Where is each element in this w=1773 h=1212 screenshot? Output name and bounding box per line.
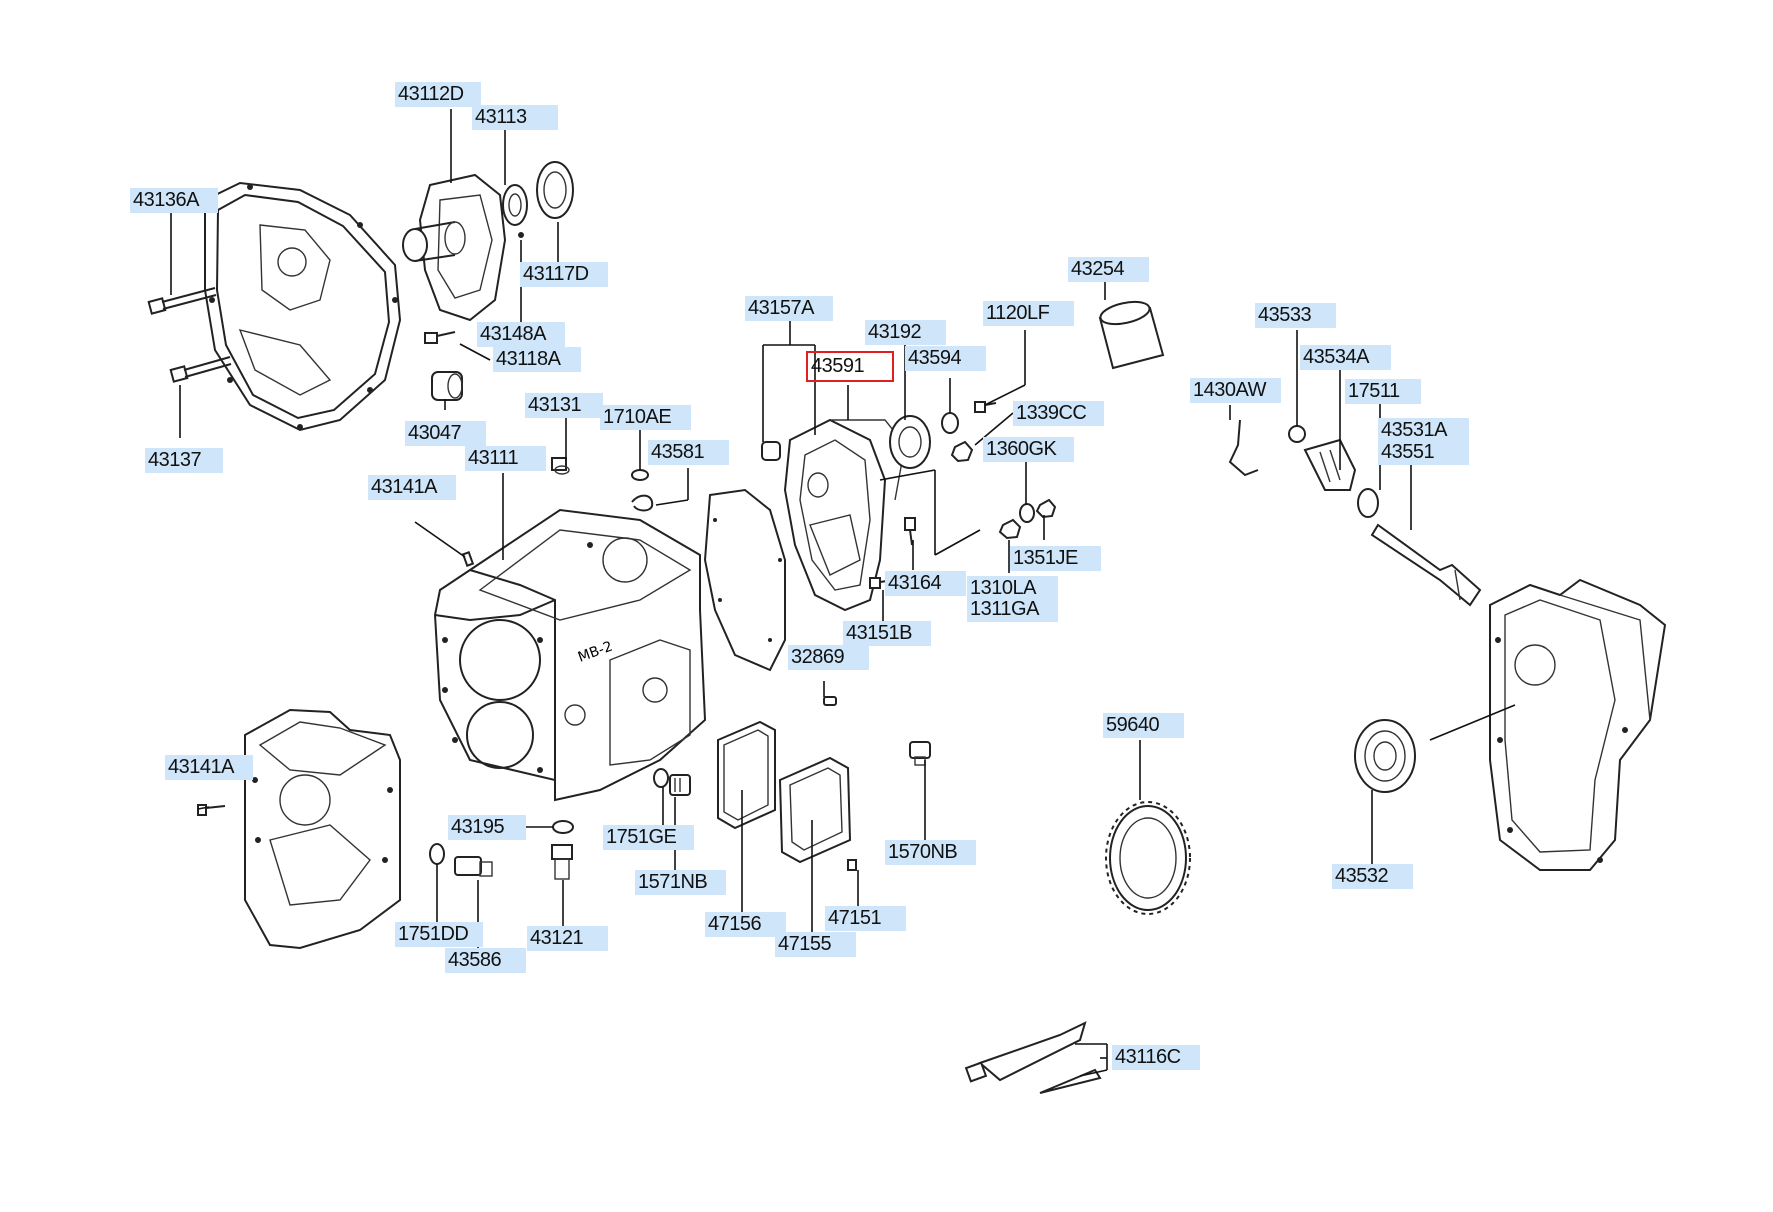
callout-43195[interactable]: 43195 [448,815,526,840]
callout-43141a-bottom[interactable]: 43141A [165,755,253,780]
callout-43534a[interactable]: 43534A [1300,345,1391,370]
callout-43157a[interactable]: 43157A [745,296,833,321]
seal-43117d [536,161,574,219]
callout-1310la[interactable]: 1310LA [967,576,1058,601]
clip-1430aw [1228,419,1259,477]
callout-43116c[interactable]: 43116C [1112,1045,1200,1070]
callout-43532[interactable]: 43532 [1332,864,1413,889]
bushing-43157a [761,441,781,461]
part-43131 [551,457,570,475]
gasket [703,488,786,672]
callout-43112d[interactable]: 43112D [395,82,481,107]
bolt-47151 [847,859,857,871]
callout-1360gk[interactable]: 1360GK [983,437,1074,462]
leader-lines [170,109,1412,1077]
callout-1571nb[interactable]: 1571NB [635,870,726,895]
plug-43586 [454,856,493,877]
callout-43531a[interactable]: 43531A [1378,418,1469,443]
callout-43136a[interactable]: 43136A [130,188,218,213]
oil-seal-43113 [502,184,528,226]
callout-17511[interactable]: 17511 [1345,379,1421,404]
bushing-43254 [1098,300,1165,370]
callout-43047[interactable]: 43047 [405,421,486,446]
callout-59640[interactable]: 59640 [1103,713,1184,738]
pin-43141a-top [461,551,475,567]
callout-1570nb[interactable]: 1570NB [885,840,976,865]
callout-43111[interactable]: 43111 [465,446,546,471]
callout-1311ga[interactable]: 1311GA [967,597,1058,622]
callout-43551[interactable]: 43551 [1378,440,1469,465]
callout-1751dd[interactable]: 1751DD [395,922,483,947]
callout-1339cc[interactable]: 1339CC [1013,401,1104,426]
nuts-1360gk-1351je-1310la [998,498,1057,540]
bolt-43118a [424,331,456,344]
clutch-housing [204,181,402,432]
callout-43591[interactable]: 43591 [806,351,894,382]
callout-43137[interactable]: 43137 [145,448,223,473]
washer-1751ge [653,768,669,788]
callout-43581[interactable]: 43581 [648,440,729,465]
callout-43533[interactable]: 43533 [1255,303,1336,328]
pin-43141a-bottom [197,804,226,816]
callout-47156[interactable]: 47156 [705,912,786,937]
oring-17511 [1357,488,1379,518]
pto-cover-47155 [778,756,852,864]
callout-43586[interactable]: 43586 [445,948,526,973]
plug-1570nb [909,741,931,766]
callout-43254[interactable]: 43254 [1068,257,1149,282]
callout-1751ge[interactable]: 1751GE [603,825,694,850]
bolt-43136a [147,287,217,315]
callout-47151[interactable]: 47151 [825,906,906,931]
callout-43121[interactable]: 43121 [527,926,608,951]
bearing-retainer [402,173,507,322]
gear-59640 [1105,801,1191,915]
callout-43164[interactable]: 43164 [885,571,966,596]
callout-43192[interactable]: 43192 [865,320,946,345]
sealant-tube-43116c [964,1021,1102,1094]
plug-32869 [823,696,837,706]
callout-43113[interactable]: 43113 [472,105,558,130]
stud-43164 [904,517,916,546]
clip-43581 [631,494,654,512]
pto-gasket-47156 [717,720,776,830]
callout-1120lf[interactable]: 1120LF [983,301,1074,326]
intermediate-plate [244,708,401,950]
driven-gear-43531a [1370,523,1482,607]
callout-1351je[interactable]: 1351JE [1010,546,1101,571]
bearing-43532 [1354,719,1416,793]
callout-43594[interactable]: 43594 [905,346,986,371]
rear-cover [1489,578,1667,871]
callout-43118a[interactable]: 43118A [493,347,581,372]
callout-43131[interactable]: 43131 [525,393,603,418]
callout-43117d[interactable]: 43117D [520,262,608,287]
callout-1430aw[interactable]: 1430AW [1190,378,1281,403]
bushing-43047 [431,371,463,401]
callout-1710ae[interactable]: 1710AE [600,405,691,430]
bolt-43137 [169,356,232,383]
plug-1571nb [669,774,691,796]
bearing-43192 [889,415,931,469]
switch-43121 [551,844,573,880]
nut-1339cc [950,440,974,463]
callout-32869[interactable]: 32869 [788,645,869,670]
callout-43148a[interactable]: 43148A [477,322,565,347]
sleeve-43534a [1303,438,1357,491]
callout-47155[interactable]: 47155 [775,932,856,957]
callout-43151b[interactable]: 43151B [843,621,931,646]
callout-43141a-top[interactable]: 43141A [368,475,456,500]
